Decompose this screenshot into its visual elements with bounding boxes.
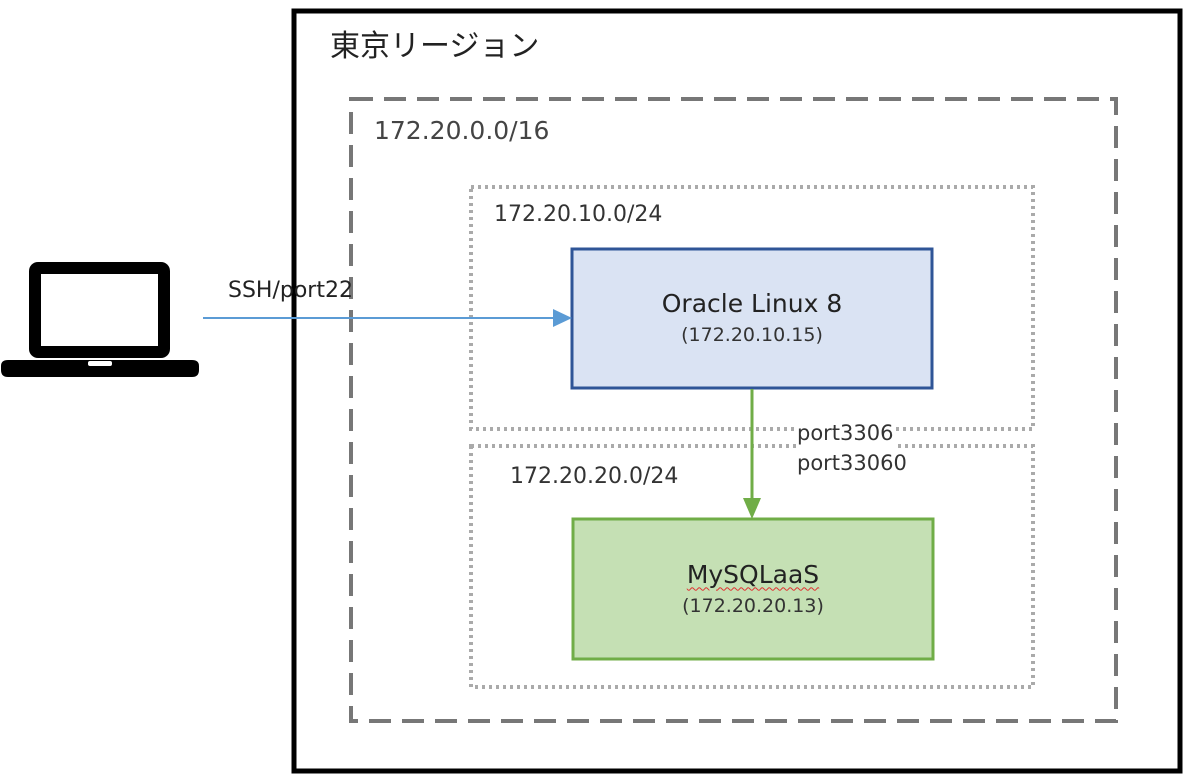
vcn-cidr-label: 172.20.0.0/16 <box>374 116 550 145</box>
subnet-1-cidr-label: 172.20.10.0/24 <box>494 202 663 227</box>
db-arrow <box>743 389 761 519</box>
region-label: 東京リージョン <box>330 29 540 64</box>
mysql-node-box <box>571 517 935 661</box>
db-port-label-1: port3306 <box>797 418 894 448</box>
vcn-boundary <box>349 97 1118 723</box>
region-boundary <box>291 8 1183 774</box>
oracle-node-title: Oracle Linux 8 <box>661 289 843 319</box>
mysql-node-ip: (172.20.20.13) <box>682 594 824 617</box>
ssh-arrow <box>203 309 572 327</box>
laptop-icon <box>1 262 199 377</box>
oracle-node-ip: (172.20.10.15) <box>681 324 823 347</box>
mysql-node: MySQLaaS (172.20.20.13) <box>573 519 933 659</box>
subnet-2-cidr-label: 172.20.20.0/24 <box>510 464 679 489</box>
oracle-linux-node: Oracle Linux 8 (172.20.10.15) <box>572 249 932 388</box>
mysql-node-title: MySQLaaS <box>686 559 820 589</box>
oracle-node-box <box>570 247 934 390</box>
ssh-connection-label: SSH/port22 <box>228 278 353 303</box>
db-port-label-2: port33060 <box>797 448 907 478</box>
db-port-labels: port3306 port33060 <box>797 418 907 478</box>
